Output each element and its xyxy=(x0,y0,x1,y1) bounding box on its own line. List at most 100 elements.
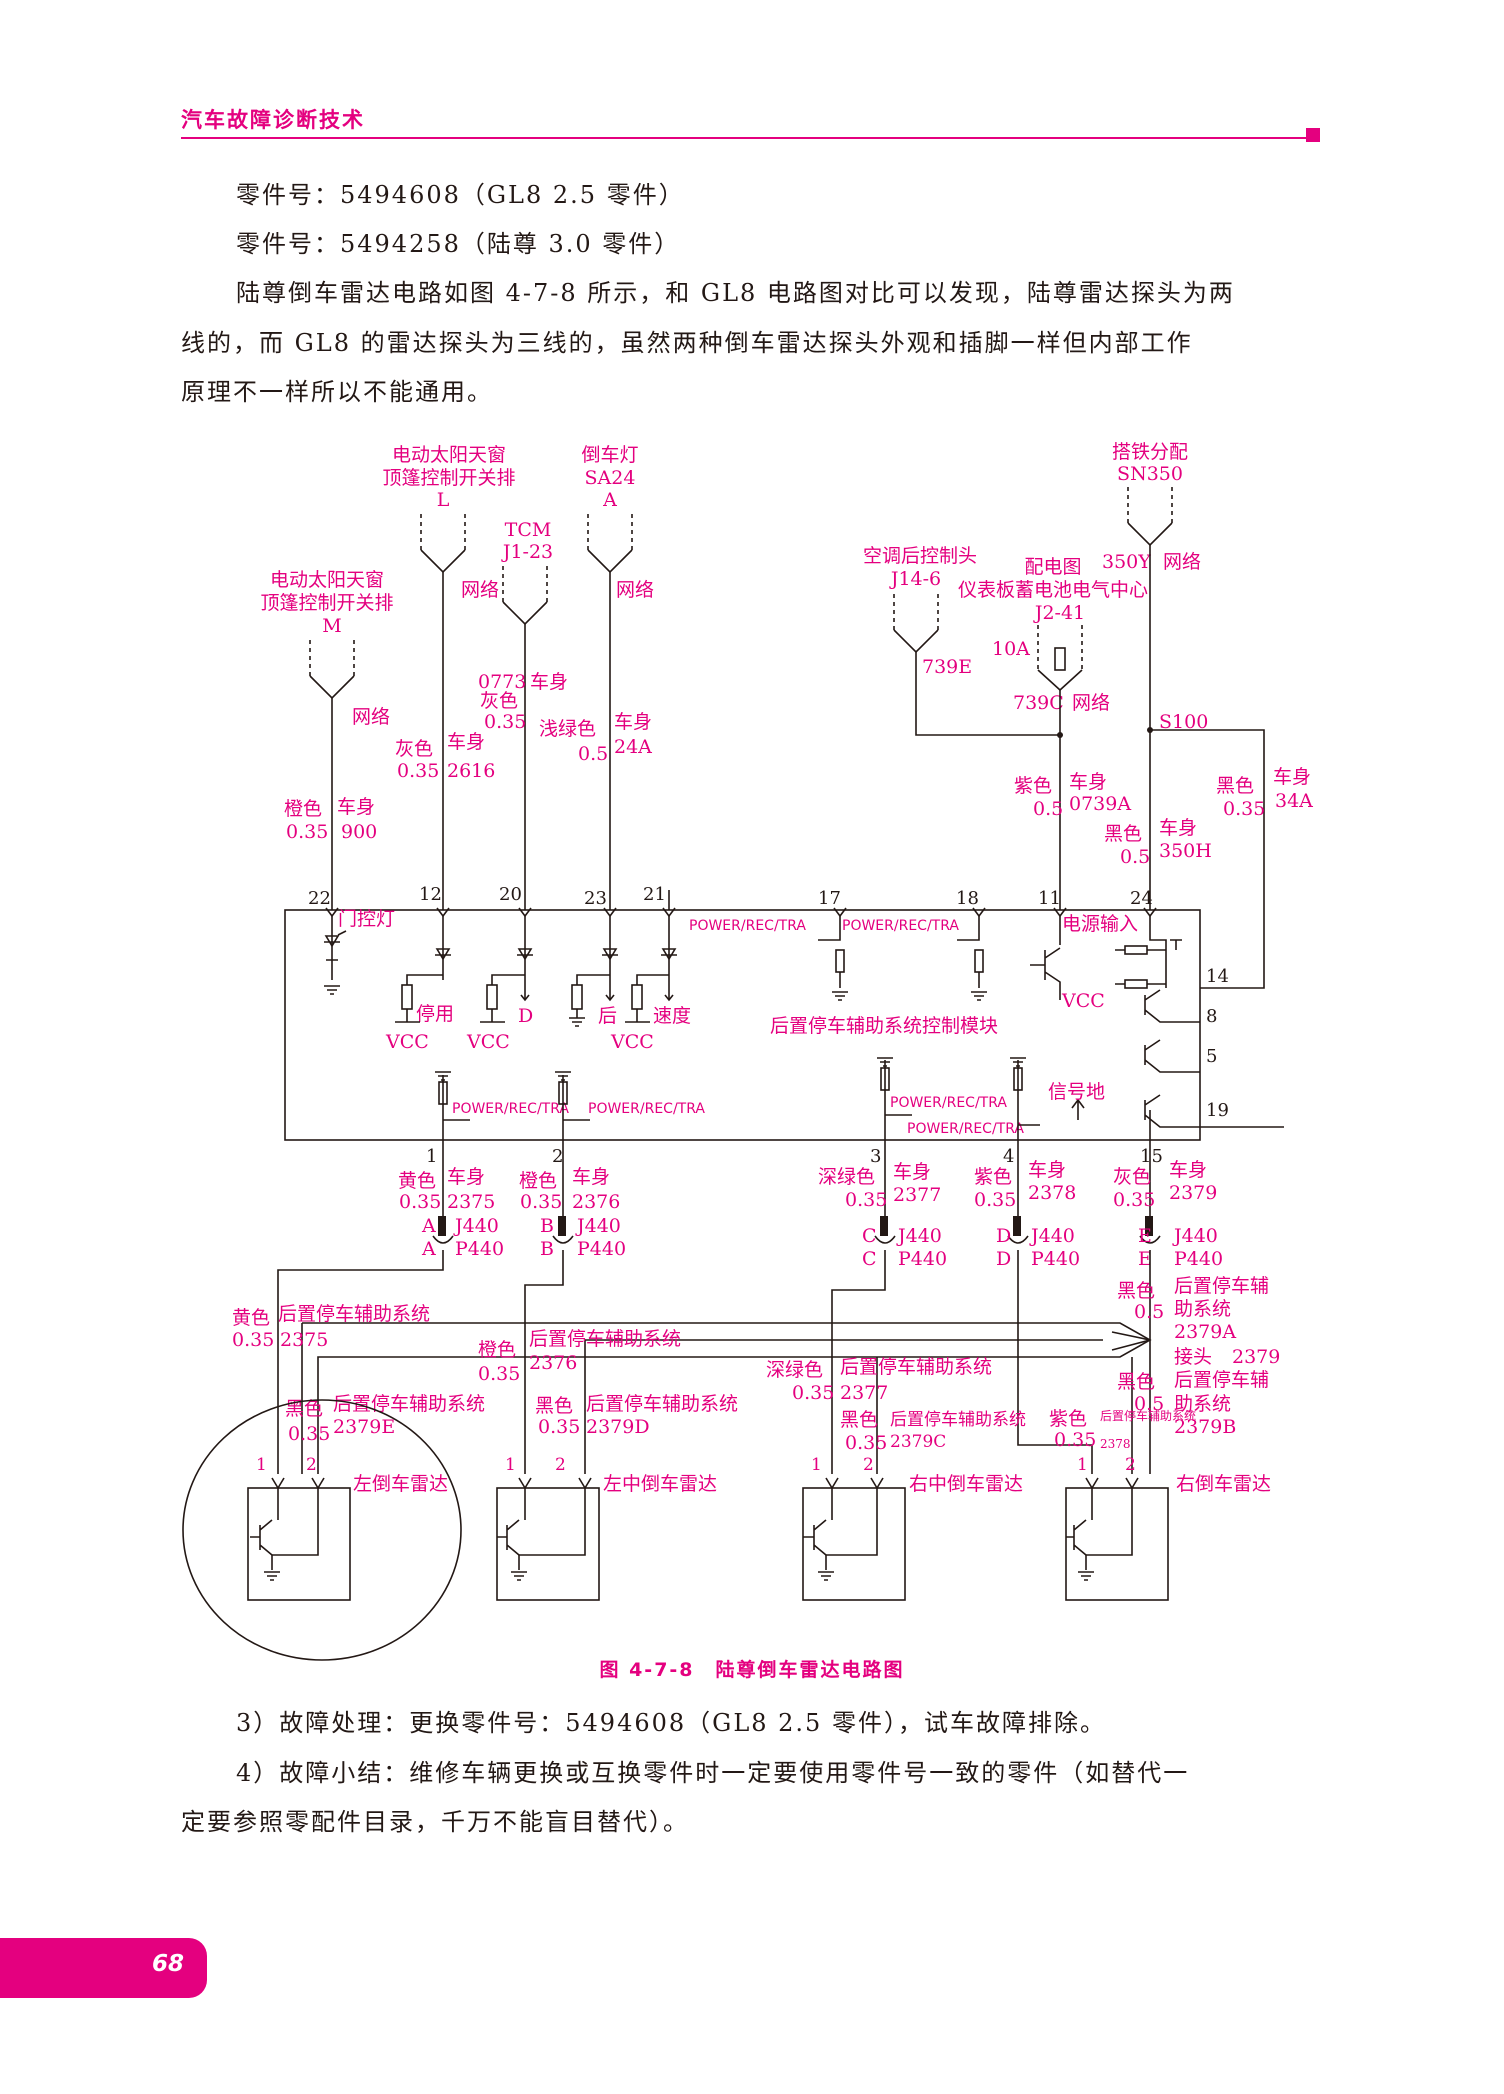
svg-text:21: 21 xyxy=(643,884,666,905)
paragraph-intro-line-1: 陆尊倒车雷达电路如图 4-7-8 所示，和 GL8 电路图对比可以发现，陆尊雷达… xyxy=(236,279,1235,307)
page-number: 68 xyxy=(152,1951,185,1977)
svg-text:黄色: 黄色 xyxy=(398,1170,436,1192)
sensor-left-middle-label: 左中倒车雷达 xyxy=(603,1473,717,1495)
svg-text:24: 24 xyxy=(1130,888,1153,909)
svg-text:2: 2 xyxy=(863,1455,874,1475)
svg-text:22: 22 xyxy=(308,888,331,909)
svg-text:车身: 车身 xyxy=(1159,817,1197,839)
left-sensor-highlight-circle xyxy=(182,1399,462,1661)
output-connectors xyxy=(432,1216,1161,1244)
svg-text:2379B: 2379B xyxy=(1174,1416,1236,1438)
svg-text:2: 2 xyxy=(306,1455,317,1475)
wire-0739a-labels: 紫色 0.5 车身 0739A xyxy=(1014,771,1131,820)
svg-text:后置停车辅: 后置停车辅 xyxy=(1174,1275,1269,1297)
svg-text:A: A xyxy=(421,1215,436,1237)
reverse-lamp-label-pin: A xyxy=(602,489,617,511)
svg-text:1: 1 xyxy=(811,1455,822,1475)
ac-rear-label-line-2: J14-6 xyxy=(889,568,941,590)
svg-text:J440: J440 xyxy=(896,1225,942,1247)
harness-labels: 黄色 0.35 2375 后置停车辅助系统 橙色 0.35 2376 后置停车辅… xyxy=(232,1275,1280,1454)
svg-text:0.35: 0.35 xyxy=(520,1191,562,1213)
svg-text:车身: 车身 xyxy=(614,711,652,733)
svg-text:橙色: 橙色 xyxy=(478,1339,516,1361)
module-title-label: 后置停车辅助系统控制模块 xyxy=(770,1015,998,1037)
svg-text:助系统: 助系统 xyxy=(1174,1298,1231,1320)
power-dist-label-line-2: 仪表板蓄电池电气中心 xyxy=(958,579,1148,601)
wire-34a-labels: 黑色 0.35 车身 34A xyxy=(1216,766,1313,820)
tcm-label-line-1: TCM xyxy=(505,519,552,541)
reverse-lamp-label-line-2: SA24 xyxy=(585,467,636,489)
sensor-right: 1 2 右倒车雷达 xyxy=(1065,1455,1271,1601)
sunroof-l-label-line-2: 顶篷控制开关排 xyxy=(382,467,515,489)
svg-text:B: B xyxy=(540,1238,554,1260)
svg-text:0.35: 0.35 xyxy=(478,1363,520,1385)
power-input-label: 电源输入 xyxy=(1062,913,1138,935)
module-top-pins: 22 12 20 23 21 17 18 11 24 xyxy=(308,884,1153,909)
fault-summary-line-2: 定要参照零配件目录，千万不能盲目替代）。 xyxy=(181,1808,689,1836)
svg-text:J440: J440 xyxy=(1029,1225,1075,1247)
svg-text:2376: 2376 xyxy=(572,1191,620,1213)
prt-label-3: POWER/REC/TRA xyxy=(890,1095,1007,1111)
svg-text:后置停车辅助系统: 后置停车辅助系统 xyxy=(840,1356,992,1378)
paragraph-intro-line-3: 原理不一样所以不能通用。 xyxy=(181,378,493,406)
svg-text:15: 15 xyxy=(1140,1146,1163,1167)
svg-text:车身: 车身 xyxy=(1069,771,1107,793)
svg-text:后置停车辅助系统: 后置停车辅助系统 xyxy=(278,1303,430,1325)
vcc-label-1: VCC xyxy=(385,1031,429,1053)
net-label-l: 网络 xyxy=(461,579,499,601)
fault-summary-line-1: 4）故障小结：维修车辆更换或互换零件时一定要使用零件号一致的零件（如替代一 xyxy=(236,1759,1190,1787)
svg-text:0773: 0773 xyxy=(478,671,526,693)
svg-text:车身: 车身 xyxy=(572,1166,610,1188)
header-square-mark xyxy=(1306,128,1320,142)
power-dist-label-line-1: 配电图 xyxy=(1024,556,1081,578)
svg-text:0.35: 0.35 xyxy=(484,711,526,733)
svg-text:0.35: 0.35 xyxy=(845,1432,887,1454)
svg-text:黑色: 黑色 xyxy=(1117,1371,1155,1393)
svg-text:0739A: 0739A xyxy=(1069,793,1131,815)
svg-text:车身: 车身 xyxy=(893,1161,931,1183)
svg-text:车身: 车身 xyxy=(447,731,485,753)
svg-text:18: 18 xyxy=(956,888,979,909)
sensor-left-middle: 1 2 左中倒车雷达 xyxy=(496,1455,717,1601)
source-ground-distribution: 搭铁分配 SN350 350Y 网络 xyxy=(1102,441,1201,573)
svg-text:1: 1 xyxy=(1077,1455,1088,1475)
svg-text:深绿色: 深绿色 xyxy=(766,1359,823,1381)
svg-text:P440: P440 xyxy=(898,1248,947,1270)
sensor-left-label: 左倒车雷达 xyxy=(353,1473,448,1495)
module-bottom-outputs: POWER/REC/TRA POWER/REC/TRA POWER/REC/TR… xyxy=(426,1057,1163,1167)
svg-text:D: D xyxy=(996,1225,1011,1247)
header-rule xyxy=(181,137,1308,139)
wire-739e-label: 739E xyxy=(922,656,972,678)
svg-text:C: C xyxy=(862,1225,877,1247)
control-module-box xyxy=(284,909,1201,1141)
svg-text:黑色: 黑色 xyxy=(1117,1280,1155,1302)
svg-text:20: 20 xyxy=(499,884,522,905)
svg-text:0.35: 0.35 xyxy=(974,1189,1016,1211)
svg-text:2: 2 xyxy=(555,1455,566,1475)
svg-text:橙色: 橙色 xyxy=(284,798,322,820)
svg-text:12: 12 xyxy=(419,884,442,905)
signal-ground-label: 信号地 xyxy=(1048,1081,1105,1103)
svg-text:P440: P440 xyxy=(577,1238,626,1260)
page-number-tab xyxy=(0,1938,207,1998)
net-label-power: 网络 xyxy=(1072,692,1110,714)
module-outputs-internal: POWER/REC/TRA POWER/REC/TRA VCC 电源输入 后置停… xyxy=(689,913,1284,1128)
wire-2616-labels: 灰色 0.35 车身 2616 xyxy=(395,731,495,782)
module-inputs-internal: 门控灯 停用 VCC VCC D 后 VCC 速度 xyxy=(323,908,691,1053)
svg-text:后置停车辅助系统: 后置停车辅助系统 xyxy=(529,1328,681,1350)
svg-text:紫色: 紫色 xyxy=(974,1166,1012,1188)
wire-739c-label: 739C xyxy=(1013,692,1064,714)
svg-text:2377: 2377 xyxy=(893,1184,941,1206)
svg-text:B: B xyxy=(540,1215,554,1237)
figure-caption: 图 4-7-8 陆尊倒车雷达电路图 xyxy=(599,1659,905,1681)
svg-text:5: 5 xyxy=(1206,1046,1217,1067)
svg-text:黑色: 黑色 xyxy=(1216,775,1254,797)
svg-text:0.5: 0.5 xyxy=(1033,798,1063,820)
svg-text:0.5: 0.5 xyxy=(1134,1301,1164,1323)
svg-text:2376: 2376 xyxy=(529,1352,577,1374)
svg-text:14: 14 xyxy=(1206,966,1229,987)
sunroof-l-label-line-1: 电动太阳天窗 xyxy=(392,444,506,466)
svg-text:E: E xyxy=(1138,1225,1152,1247)
output-5-labels: 灰色 0.35 车身 2379 E J440 E P440 xyxy=(1113,1159,1223,1270)
svg-text:A: A xyxy=(421,1238,436,1260)
